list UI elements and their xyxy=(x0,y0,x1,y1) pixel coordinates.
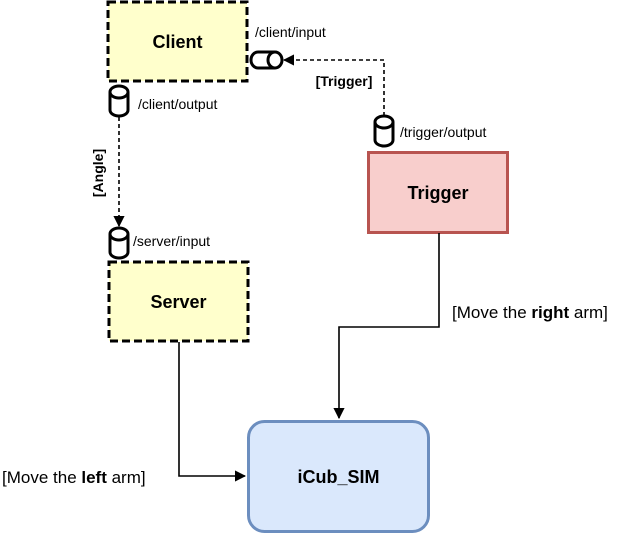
server-input-label: /server/input xyxy=(133,233,210,249)
trigger-node[interactable]: Trigger xyxy=(367,151,509,234)
client-output-port-icon[interactable] xyxy=(108,84,130,118)
client-input-label: /client/input xyxy=(255,24,326,40)
client-label: Client xyxy=(152,32,202,52)
trigger-edge[interactable] xyxy=(282,54,385,116)
right-arm-edge[interactable] xyxy=(333,233,440,420)
right-arm-annotation: [Move the right arm] xyxy=(452,303,608,322)
client-output-label: /client/output xyxy=(138,96,217,112)
server-node[interactable]: Server xyxy=(107,260,250,343)
left-arm-annotation: [Move the left arm] xyxy=(2,468,146,487)
client-node[interactable]: Client xyxy=(106,0,249,83)
icub-sim-label: iCub_SIM xyxy=(297,467,379,487)
left-arm-edge[interactable] xyxy=(178,342,247,482)
icub-sim-node[interactable]: iCub_SIM xyxy=(247,420,430,533)
angle-edge-label: [Angle] xyxy=(90,149,106,197)
server-label: Server xyxy=(150,292,206,312)
trigger-output-port-icon[interactable] xyxy=(373,114,395,148)
trigger-output-label: /trigger/output xyxy=(400,124,486,140)
trigger-edge-label: [Trigger] xyxy=(316,73,373,89)
server-input-port-icon[interactable] xyxy=(108,226,130,260)
client-input-port-icon[interactable] xyxy=(249,50,284,70)
trigger-label: Trigger xyxy=(407,183,468,203)
